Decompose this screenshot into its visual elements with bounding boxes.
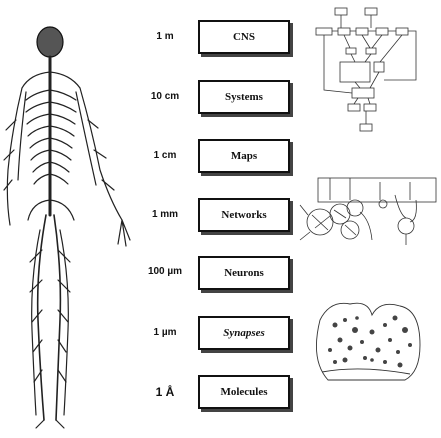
network-circuit-illustration: [300, 178, 436, 245]
synapse-illustration: [316, 303, 420, 380]
systems-flow-diagram: [316, 8, 416, 131]
